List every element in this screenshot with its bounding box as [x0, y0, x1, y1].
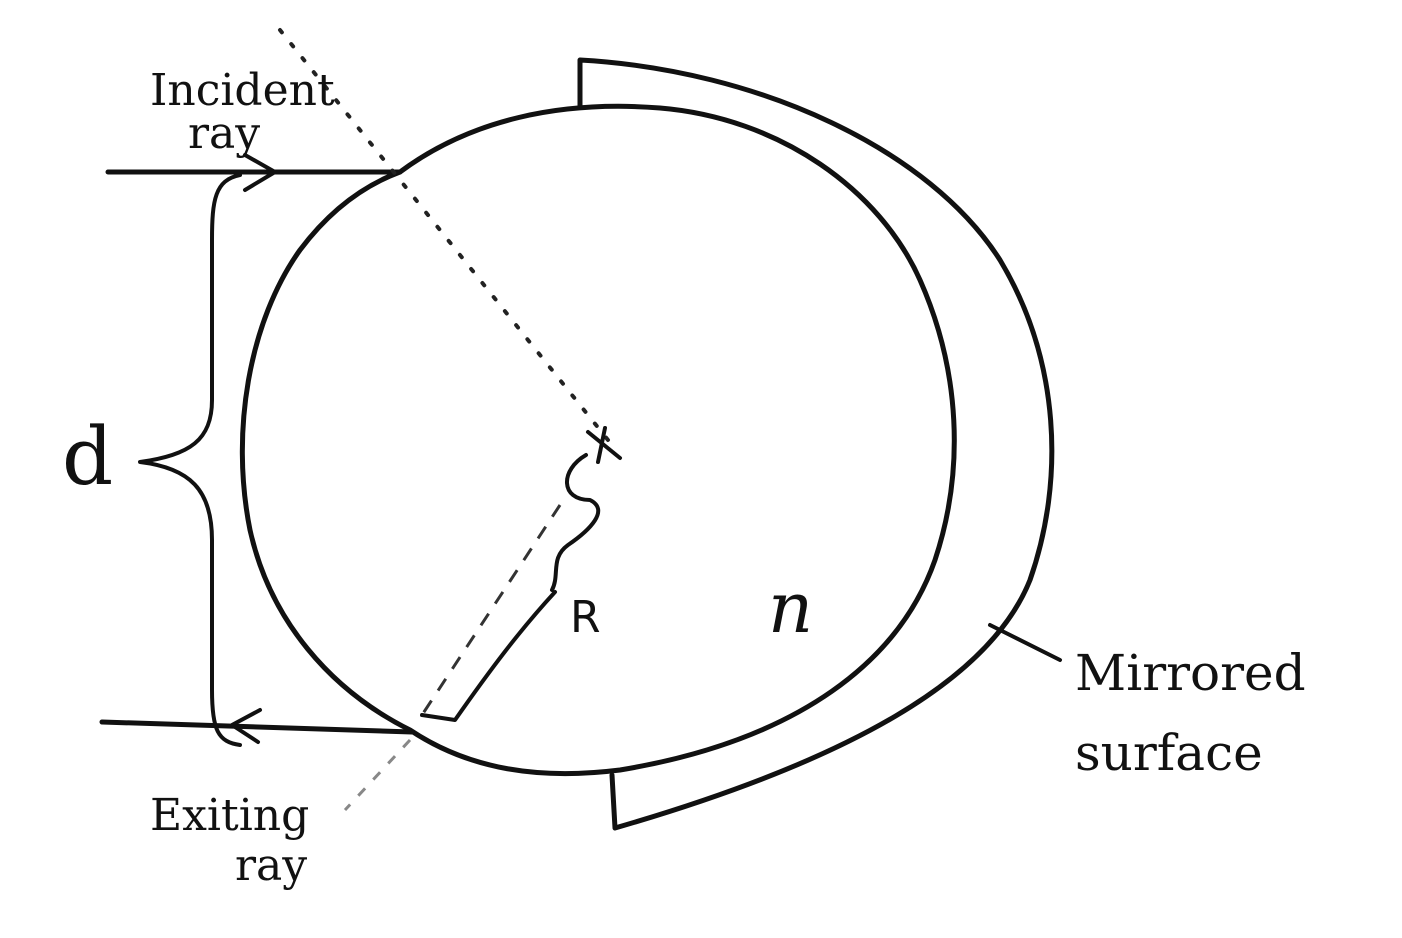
- mirrored-leader: [988, 623, 1062, 662]
- mirrored-surface: [577, 57, 1055, 831]
- exiting-ray: [99, 708, 415, 744]
- exit-dashed-extension: [343, 738, 412, 812]
- radius-solid-edge: [420, 590, 557, 722]
- exiting-label-line2: ray: [235, 840, 307, 891]
- d-brace: [138, 173, 242, 747]
- sphere-outline: [239, 103, 957, 777]
- n-label: n: [768, 567, 813, 649]
- incident-ray: [105, 153, 403, 192]
- mirrored-label-line2: surface: [1075, 724, 1263, 782]
- radius-dashed-line: [420, 504, 562, 716]
- incident-label-line1: Incident: [150, 65, 335, 116]
- r-label: R: [570, 592, 601, 643]
- incident-label-line2: ray: [188, 108, 260, 159]
- exiting-label-line1: Exiting: [150, 790, 309, 841]
- radius-brace: [550, 453, 601, 592]
- d-label: d: [62, 410, 113, 503]
- mirrored-label-line1: Mirrored: [1075, 644, 1306, 702]
- center-mark: [586, 426, 622, 464]
